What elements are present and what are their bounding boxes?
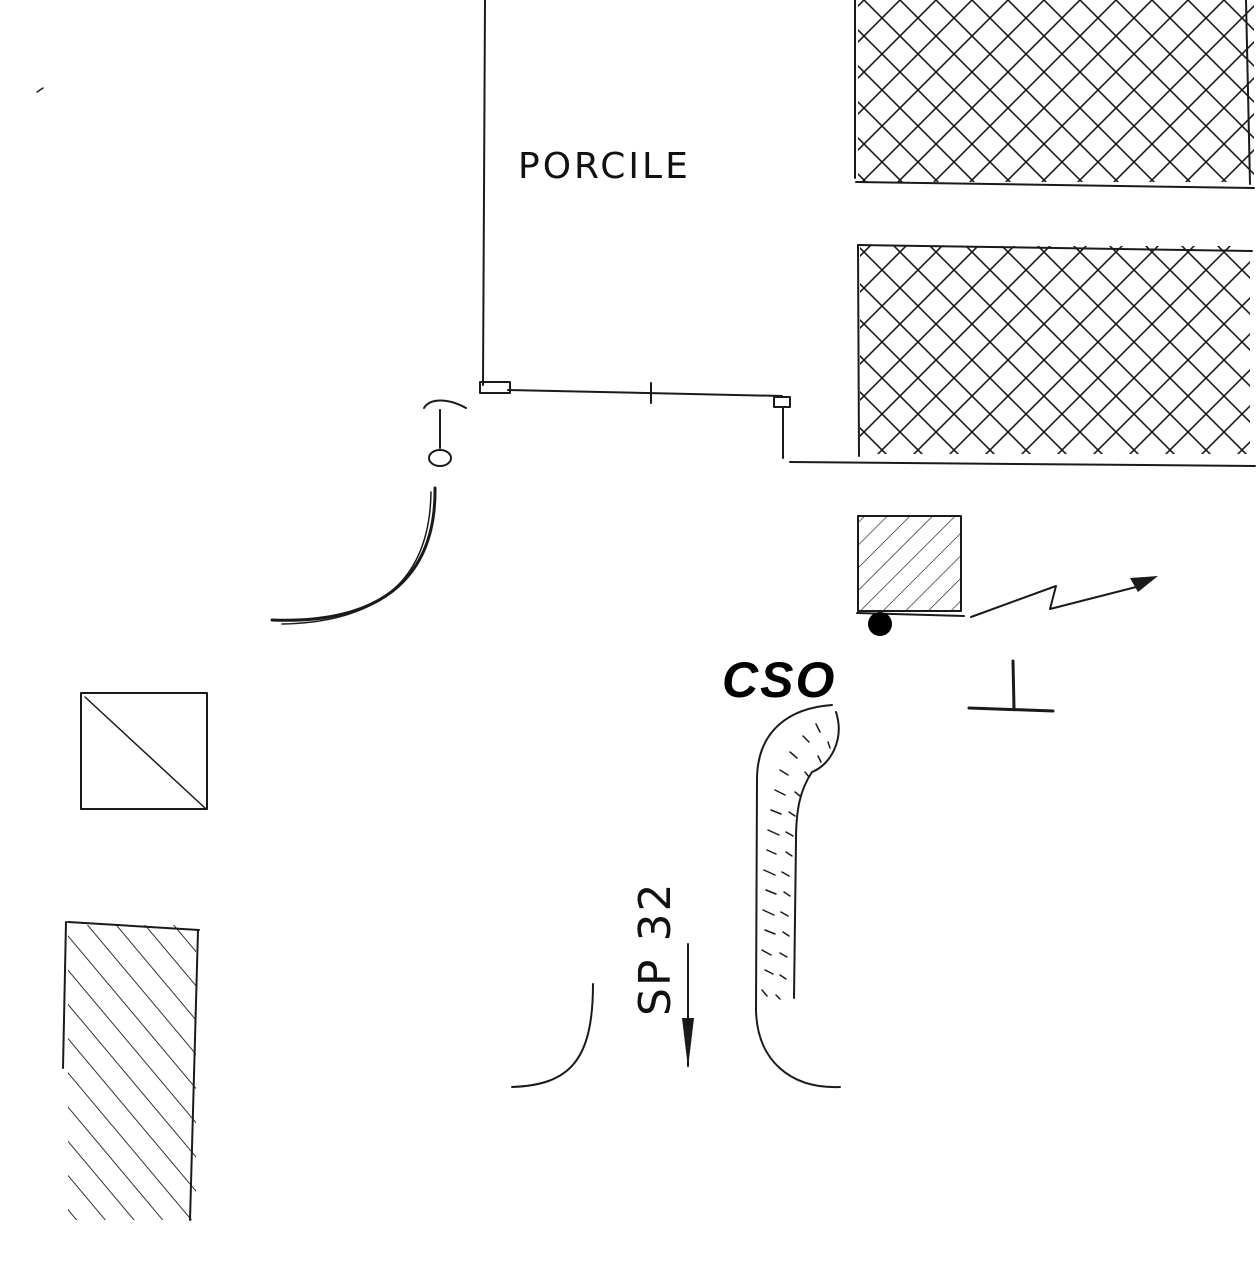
island-hatch-marks bbox=[761, 723, 831, 1000]
stray-mark bbox=[36, 87, 44, 93]
direction-arrow-icon bbox=[682, 943, 694, 1068]
road-label-sp32: SP 32 bbox=[630, 882, 681, 1016]
pole-symbol bbox=[423, 399, 467, 467]
cso-label: CSO bbox=[722, 652, 836, 708]
porcile-building: PORCILE bbox=[479, 0, 791, 459]
crosshatched-area-middle bbox=[857, 244, 1253, 457]
road-sp32-left-curb bbox=[511, 983, 594, 1088]
boundary-lines bbox=[789, 461, 1256, 467]
hatched-square-cso bbox=[856, 515, 965, 617]
diagonal-square-left bbox=[80, 692, 208, 810]
hatched-rectangle-bottom-left bbox=[62, 921, 200, 1221]
porcile-label: PORCILE bbox=[518, 146, 691, 187]
road-curve-upper-left bbox=[270, 486, 437, 625]
crosshatched-area-top bbox=[854, 0, 1255, 189]
traffic-island bbox=[755, 704, 841, 1089]
cso-point-marker bbox=[868, 612, 892, 636]
zigzag-arrow-icon bbox=[970, 576, 1158, 618]
t-symbol bbox=[967, 659, 1055, 713]
